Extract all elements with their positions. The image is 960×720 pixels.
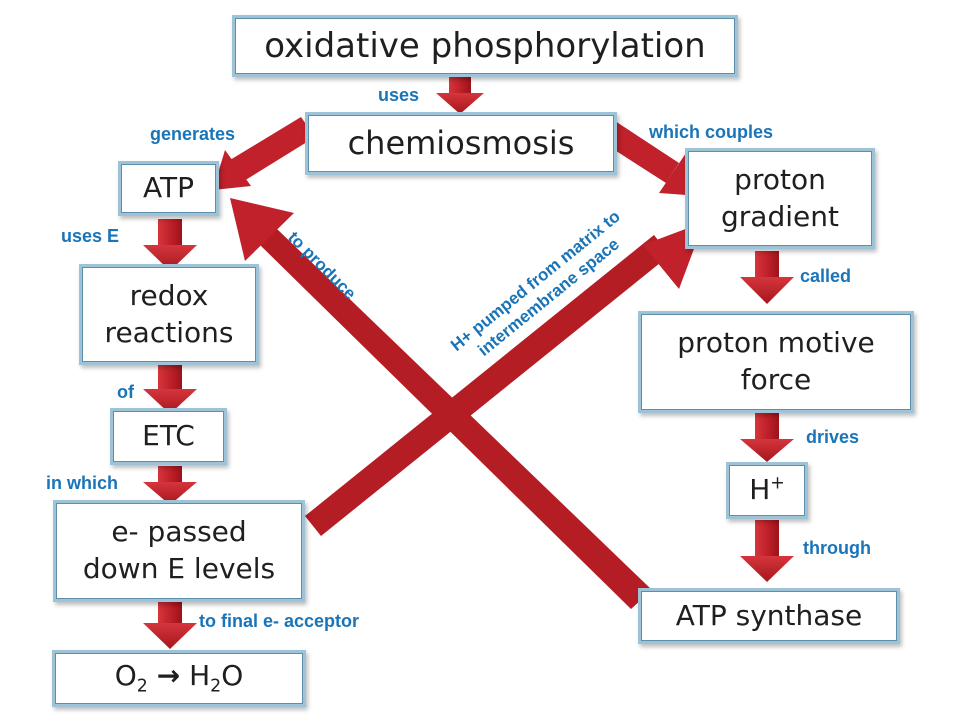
right-arrow-icon: → (156, 659, 181, 693)
redox-line1: redox (129, 278, 209, 312)
node-redox-reactions: redox reactions (79, 264, 259, 365)
arrow-drives (740, 411, 794, 462)
node-proton-gradient: proton gradient (685, 148, 875, 249)
o2-o: O (114, 659, 137, 693)
link-label-drives: drives (806, 427, 860, 447)
proton-motive-line1: proton motive (677, 326, 875, 360)
proton-motive-line2: force (740, 363, 812, 396)
arrow-called (740, 251, 794, 304)
link-label-of: of (117, 382, 134, 402)
node-o2-to-h2o: O2 → H2O (52, 650, 306, 707)
proton-gradient-line2: gradient (721, 199, 839, 233)
h-plus-text: H+ (749, 472, 785, 509)
arrow-through (740, 520, 794, 582)
node-atp: ATP (118, 161, 219, 216)
h2o-o: O (221, 659, 244, 693)
atp-text: ATP (143, 171, 194, 205)
arrow-in-which (143, 466, 197, 505)
o2-sub: 2 (136, 676, 148, 697)
oxidative-phosphorylation-text: oxidative phosphorylation (264, 25, 706, 66)
node-oxidative-phosphorylation: oxidative phosphorylation (232, 15, 738, 77)
link-label-uses-e: uses E (61, 226, 120, 246)
etc-text: ETC (142, 419, 195, 453)
arrow-of (143, 364, 197, 414)
link-label-uses: uses (378, 85, 420, 105)
e-passed-line2: down E levels (82, 552, 276, 585)
node-etc: ETC (110, 408, 227, 465)
link-label-through: through (803, 538, 871, 558)
h-plus-base: H (749, 473, 771, 507)
h2o-h: H (189, 659, 211, 693)
link-label-called: called (800, 266, 852, 286)
arrow-uses-e (143, 219, 197, 271)
h2o-sub: 2 (210, 676, 222, 697)
atp-synthase-text: ATP synthase (675, 598, 863, 632)
arrow-to-final-acceptor (143, 600, 197, 649)
chemiosmosis-text: chemiosmosis (347, 124, 575, 163)
link-label-generates: generates (150, 124, 236, 144)
node-proton-motive-force: proton motive force (638, 311, 914, 413)
node-chemiosmosis: chemiosmosis (305, 112, 617, 175)
link-label-which-couples: which couples (649, 122, 774, 142)
node-e-passed: e- passed down E levels (53, 500, 305, 602)
h-plus-sup: + (770, 473, 785, 494)
link-label-in-which: in which (46, 473, 118, 493)
node-atp-synthase: ATP synthase (638, 588, 900, 644)
arrow-uses (436, 74, 484, 114)
link-label-to-final-acceptor: to final e- acceptor (199, 611, 360, 631)
arrow-generates (213, 117, 315, 190)
node-h-plus: H+ (726, 462, 808, 519)
redox-line2: reactions (104, 315, 234, 349)
e-passed-line1: e- passed (111, 515, 247, 549)
proton-gradient-line1: proton (734, 162, 826, 196)
o2-to-h2o-text: O2 → H2O (115, 658, 244, 699)
